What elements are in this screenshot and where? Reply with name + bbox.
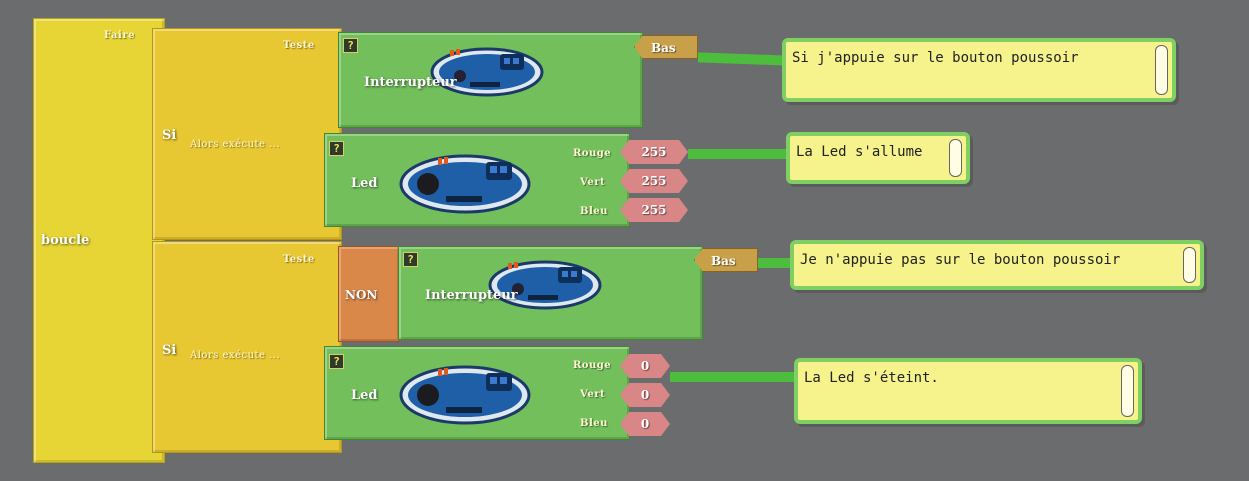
switch-board-icon xyxy=(430,47,544,97)
state-value-bas[interactable]: Bas xyxy=(634,35,698,59)
comment-box[interactable]: La Led s'éteint. xyxy=(794,358,1142,424)
comment-wire xyxy=(688,149,790,159)
channel-label-rouge: Rouge xyxy=(573,148,612,159)
value-bleu[interactable]: 0 xyxy=(620,412,670,436)
channel-label-vert: Vert xyxy=(580,389,606,400)
comment-box[interactable]: Je n'appuie pas sur le bouton poussoir xyxy=(790,240,1204,290)
switch-board-icon xyxy=(488,260,602,310)
channel-label-rouge: Rouge xyxy=(573,360,612,371)
help-icon[interactable]: ? xyxy=(329,141,344,156)
not-block[interactable] xyxy=(338,246,400,342)
help-icon[interactable]: ? xyxy=(329,354,344,369)
then-label: Alors exécute ... xyxy=(190,139,281,150)
comment-scrollbar[interactable] xyxy=(1155,45,1168,95)
test-label: Teste xyxy=(283,40,315,51)
not-label: NON xyxy=(345,288,378,302)
value-vert[interactable]: 255 xyxy=(620,169,688,193)
comment-scrollbar[interactable] xyxy=(1121,365,1134,417)
comment-wire xyxy=(698,52,788,66)
si-label: Si xyxy=(162,343,177,358)
value-rouge[interactable]: 0 xyxy=(620,354,670,378)
comment-text: Si j'appuie sur le bouton poussoir xyxy=(792,50,1079,66)
help-icon[interactable]: ? xyxy=(403,252,418,267)
comment-wire xyxy=(758,258,794,268)
channel-label-bleu: Bleu xyxy=(580,206,608,217)
si-label: Si xyxy=(162,128,177,143)
if-block[interactable] xyxy=(152,241,342,453)
led-board-icon xyxy=(399,154,531,214)
channel-label-bleu: Bleu xyxy=(580,418,608,429)
comment-text: La Led s'éteint. xyxy=(804,370,939,386)
value-rouge[interactable]: 255 xyxy=(620,140,688,164)
value-vert[interactable]: 0 xyxy=(620,383,670,407)
comment-text: La Led s'allume xyxy=(796,144,923,160)
comment-scrollbar[interactable] xyxy=(949,139,962,177)
led-board-icon xyxy=(399,365,531,425)
loop-faire-label: Faire xyxy=(104,30,135,41)
loop-block[interactable] xyxy=(33,18,165,463)
then-label: Alors exécute ... xyxy=(190,350,281,361)
channel-label-vert: Vert xyxy=(580,177,606,188)
help-icon[interactable]: ? xyxy=(343,38,358,53)
test-label: Teste xyxy=(283,254,315,265)
sensor-label: Interrupteur xyxy=(425,288,518,303)
loop-label: boucle xyxy=(41,233,90,248)
comment-wire xyxy=(670,372,800,382)
comment-box[interactable]: Si j'appuie sur le bouton poussoir xyxy=(782,38,1176,102)
comment-scrollbar[interactable] xyxy=(1183,247,1196,283)
if-block[interactable] xyxy=(152,28,342,240)
value-bleu[interactable]: 255 xyxy=(620,198,688,222)
led-label: Led xyxy=(351,388,378,403)
comment-box[interactable]: La Led s'allume xyxy=(786,132,970,184)
comment-text: Je n'appuie pas sur le bouton poussoir xyxy=(800,252,1121,268)
state-value-bas[interactable]: Bas xyxy=(694,248,758,272)
led-label: Led xyxy=(351,176,378,191)
sensor-label: Interrupteur xyxy=(364,75,457,90)
